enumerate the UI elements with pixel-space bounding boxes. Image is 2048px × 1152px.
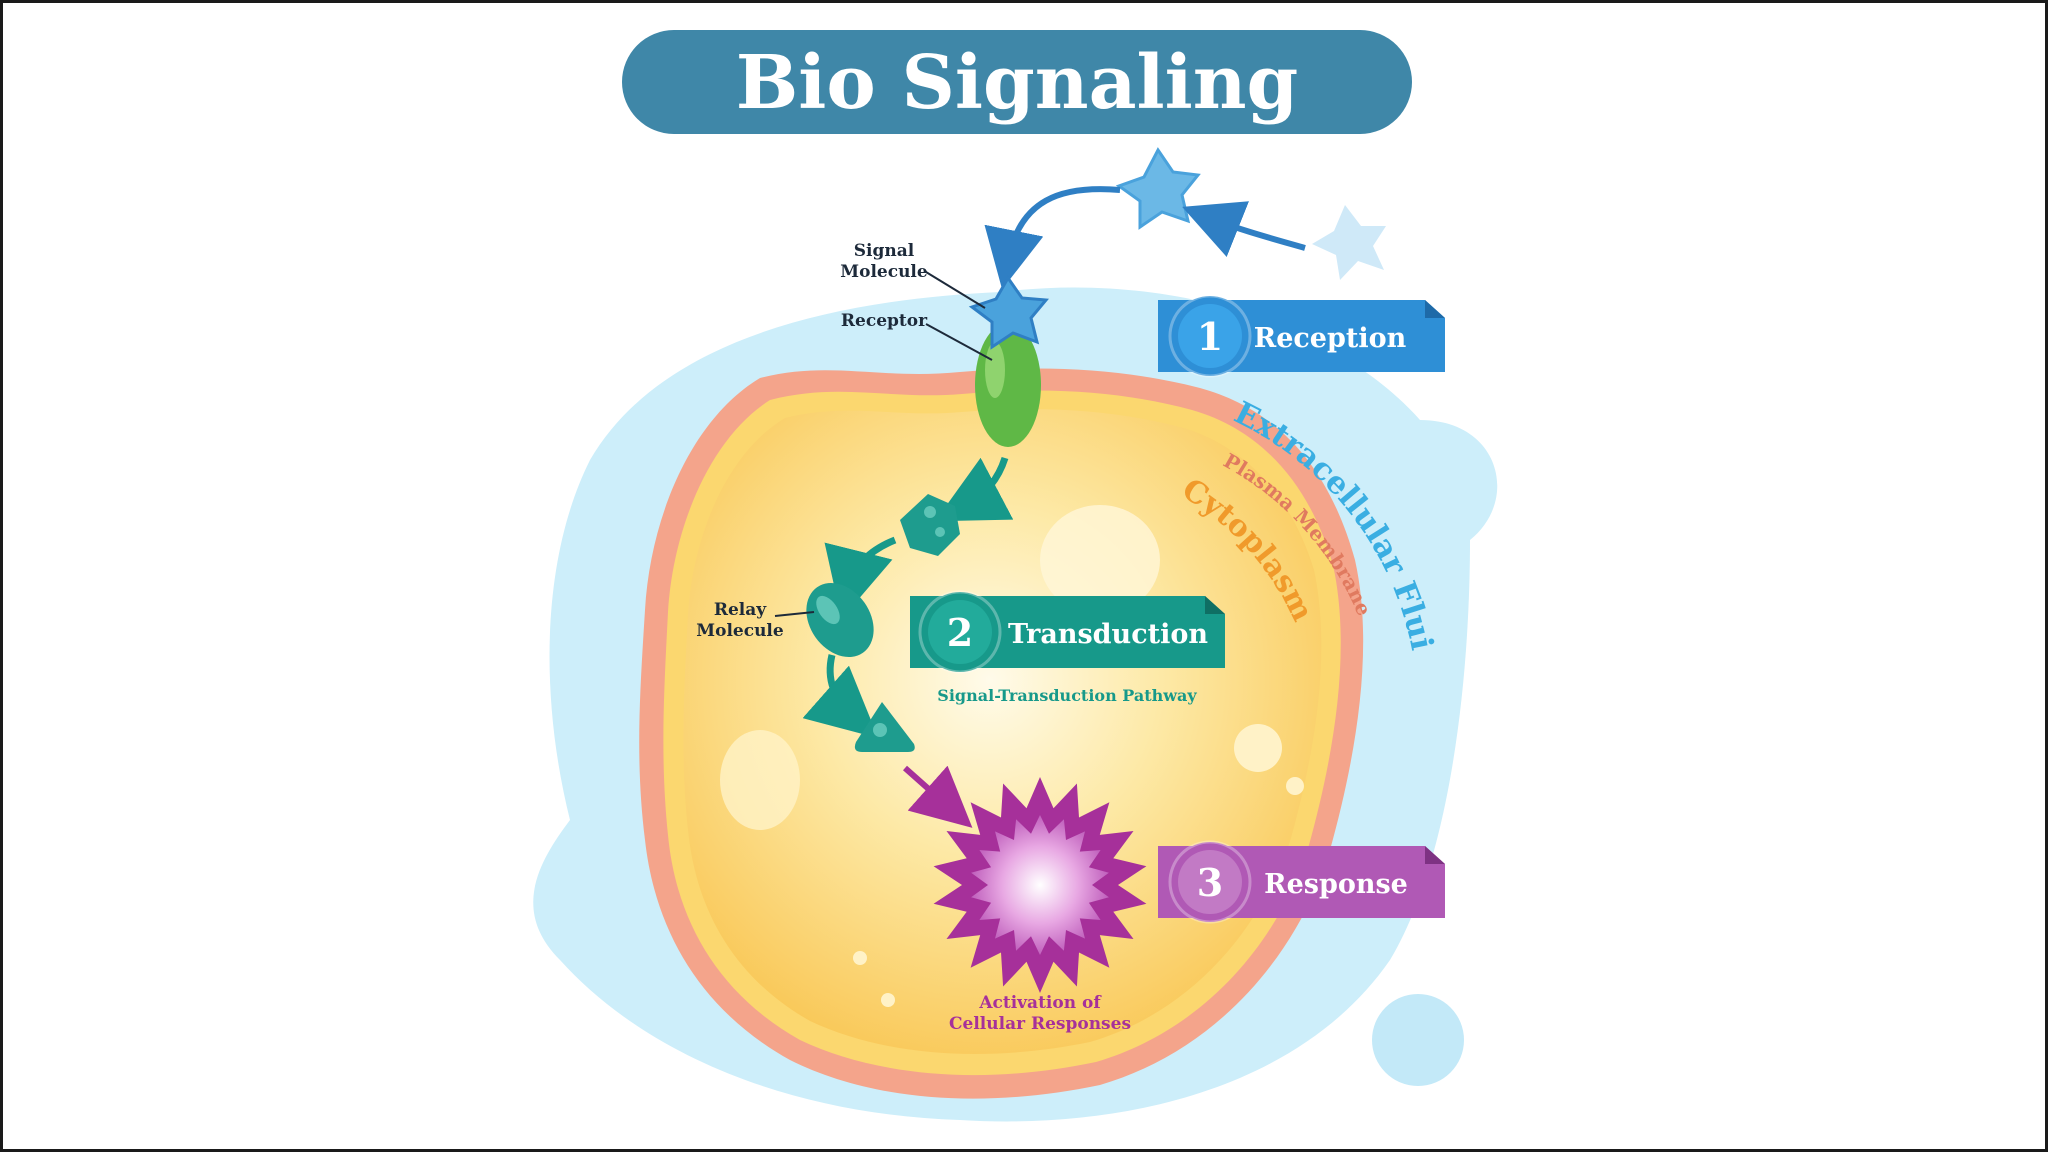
step-reception-banner: 1 Reception [1158, 294, 1445, 378]
relay-arrow [802, 654, 879, 739]
relay-label-2: Molecule [696, 621, 784, 641]
step-label: Transduction [1008, 619, 1208, 650]
signal-molecule-approaching [1115, 147, 1201, 230]
fluid-droplet [1372, 994, 1464, 1086]
step-number: 2 [947, 610, 973, 655]
binding-arrow [984, 186, 1121, 290]
response-burst-inner [971, 815, 1109, 955]
step-number: 3 [1197, 860, 1223, 905]
page-title: Bio Signaling [736, 40, 1299, 126]
relay-leader-line [774, 611, 815, 617]
cytoplasm-highlight [1040, 505, 1160, 615]
relay-arrow [935, 456, 1014, 522]
relay-label-1: Relay [714, 600, 767, 620]
step-response-banner: 3 Response [1158, 840, 1445, 924]
receptor-highlight [985, 342, 1005, 398]
step-banner-fold [1205, 596, 1225, 614]
cytoplasm-bubble [1234, 724, 1282, 772]
relay-molecule-1 [900, 494, 960, 556]
step-banner-fold [1425, 846, 1445, 864]
cytoplasm-highlight [720, 730, 800, 830]
signal-molecule-leader-line [925, 271, 986, 309]
step-label: Reception [1254, 323, 1407, 354]
receptor-label: Receptor [841, 311, 928, 331]
approach-arrow [1182, 201, 1306, 257]
title-pill [622, 30, 1412, 134]
relay-molecule-spot [924, 506, 936, 518]
step-sublabel: Signal-Transduction Pathway [937, 686, 1197, 705]
relay-molecule-spot [873, 723, 887, 737]
receptor-complex: Signal Molecule Receptor [840, 241, 1049, 447]
cytoplasm-bubble [1286, 777, 1304, 795]
step-number-inner [928, 600, 992, 664]
step-transduction-banner: 2 Transduction Signal-Transduction Pathw… [910, 590, 1225, 705]
signal-molecule-label-1: Signal [854, 241, 915, 261]
relay-molecule-spot [816, 595, 840, 625]
relay-pathway: Relay Molecule [696, 456, 1014, 828]
signal-molecule-label-2: Molecule [840, 262, 928, 282]
step-number: 1 [1197, 314, 1223, 359]
relay-molecule-spot [935, 527, 945, 537]
receptor [975, 323, 1041, 447]
step-number-inner [1178, 304, 1242, 368]
step-banner-fold [1425, 300, 1445, 318]
cytoplasm-bubble [881, 993, 895, 1007]
receptor-leader-line [925, 323, 993, 361]
signal-molecule-faded [1312, 205, 1386, 280]
step-number-inner [1178, 850, 1242, 914]
relay-arrow [824, 536, 897, 619]
activation-label-2: Cellular Responses [949, 1014, 1131, 1034]
title-banner: Bio Signaling [622, 30, 1412, 134]
step-label: Response [1264, 869, 1408, 900]
response-arrow [903, 765, 973, 828]
activation-label-1: Activation of [978, 993, 1102, 1013]
signal-molecules [984, 147, 1386, 290]
cellular-response-burst [933, 777, 1147, 993]
cytoplasm-bubble [853, 951, 867, 965]
